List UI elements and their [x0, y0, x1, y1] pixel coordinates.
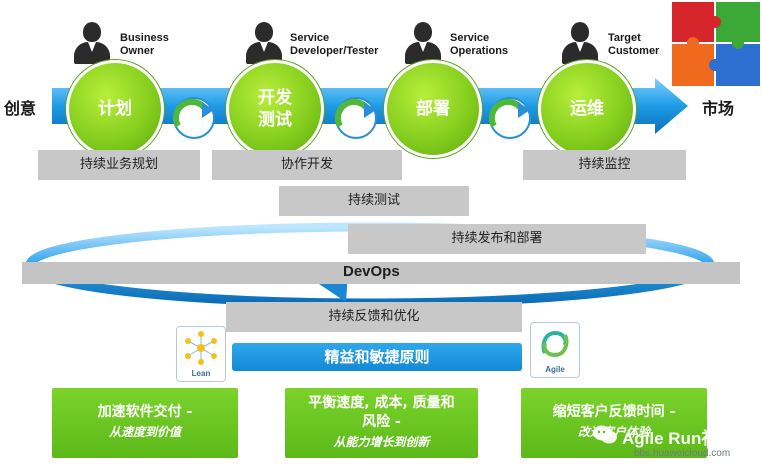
watermark-name: Agile Run社区: [622, 429, 736, 448]
cycle-arrow-icon: [334, 97, 377, 139]
benefit-box-balance: 平衡速度, 成本, 质量和 风险 - 从能力增长到创新: [285, 388, 478, 458]
business-owner-icon: [74, 22, 110, 64]
watermark: Agile Run社区 bbs.huaweicloud.com: [586, 420, 762, 464]
agile-caption: Agile: [545, 365, 565, 374]
role-label-customer: Target Customer: [608, 32, 660, 57]
phase-develop-test: 开发 测试: [226, 60, 324, 158]
role-label-developer-tester: Service Developer/Tester: [290, 32, 379, 57]
practice-collaborative-dev: 协作开发: [212, 150, 402, 180]
lean-caption: Lean: [191, 369, 211, 378]
practice-release-deploy: 持续发布和部署: [348, 224, 646, 254]
puzzle-logo-icon: [672, 2, 760, 86]
devops-label: DevOps: [343, 263, 400, 280]
benefit-box-delivery: 加速软件交付 - 从速度到价值: [52, 388, 238, 458]
practice-business-planning: 持续业务规划: [38, 150, 200, 180]
benefit-title: 缩短客户反馈时间 -: [552, 404, 676, 420]
phase-deploy: 部署: [384, 60, 482, 158]
benefit-subtitle: 从能力增长到创新: [333, 435, 430, 449]
phase-plan: 计划: [66, 60, 164, 158]
customer-icon: [562, 22, 598, 64]
benefit-box-feedback: 缩短客户反馈时间 - 改进客户体验: [521, 388, 707, 458]
agile-logo: Agile: [530, 322, 580, 378]
devops-band: [22, 262, 740, 284]
role-label-business-owner: Business Owner: [120, 32, 169, 57]
agile-loop-icon: [541, 330, 569, 358]
principle-bar: 精益和敏捷原则: [232, 343, 522, 371]
operations-icon: [405, 22, 441, 64]
cycle-arrow-icon: [488, 97, 531, 139]
wechat-icon: [593, 425, 617, 444]
lean-network-icon: [185, 331, 217, 365]
role-label-operations: Service Operations: [450, 32, 509, 57]
cycle-arrow-icon: [172, 97, 215, 139]
lean-logo: Lean: [176, 326, 226, 382]
developer-tester-icon: [246, 22, 282, 64]
end-label: 市场: [702, 99, 735, 118]
watermark-url: bbs.huaweicloud.com: [634, 448, 731, 459]
practice-monitoring: 持续监控: [523, 150, 686, 180]
benefit-subtitle: 从速度到价值: [108, 425, 181, 439]
phase-operations: 运维: [538, 60, 636, 158]
practice-testing: 持续测试: [279, 186, 469, 216]
benefit-title: 平衡速度, 成本, 质量和 风险 -: [308, 395, 455, 430]
benefit-title: 加速软件交付 -: [97, 404, 193, 420]
start-label: 创意: [4, 99, 37, 118]
practice-feedback-optimize: 持续反馈和优化: [226, 302, 522, 332]
